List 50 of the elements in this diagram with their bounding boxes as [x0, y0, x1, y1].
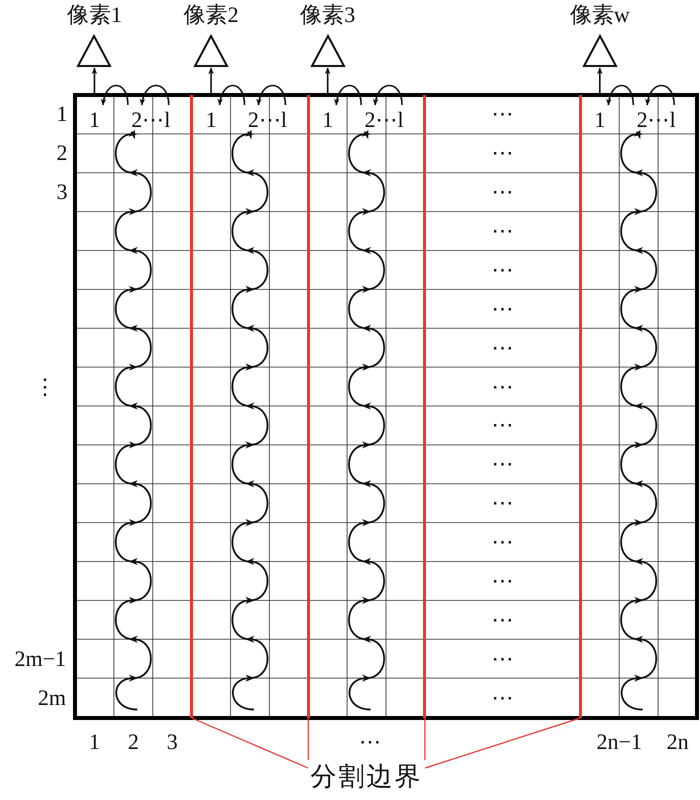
ellipsis: ⋮ — [34, 376, 56, 398]
pixel-label: 像素2 — [182, 4, 240, 26]
row-number: 3 — [56, 181, 68, 204]
boundary-line — [578, 95, 582, 718]
ellipsis: ⋯ — [492, 103, 514, 126]
arrow — [597, 67, 603, 93]
ellipsis: ⋯ — [492, 608, 514, 631]
boundary-label: 分割边界 — [308, 760, 425, 792]
ellipsis: ⋯ — [492, 531, 514, 554]
leader-line — [308, 718, 309, 760]
leader-line — [424, 718, 426, 760]
row-number: 2m — [38, 686, 66, 709]
ellipsis: ⋯ — [492, 414, 514, 436]
pixel-node — [570, 2, 630, 68]
boundary-line — [190, 95, 194, 718]
row-number: 1 — [56, 103, 68, 126]
ellipsis: ⋯ — [492, 686, 514, 709]
cell-index: 1 — [88, 109, 100, 132]
ellipsis: ⋯ — [492, 570, 514, 592]
boundary-line — [423, 95, 426, 718]
leader-line — [191, 717, 308, 769]
pixel-label: 像素w — [570, 4, 630, 26]
ellipsis: ⋯ — [492, 298, 514, 320]
cell-index: 1 — [206, 109, 217, 132]
column-number: 2n−1 — [596, 731, 642, 753]
ellipsis: ⋯ — [492, 181, 514, 204]
ellipsis: ⋯ — [492, 453, 514, 476]
ellipsis: ⋯ — [492, 648, 514, 670]
column-number: 1 — [88, 731, 100, 753]
ellipsis: ⋯ — [359, 731, 381, 753]
ellipsis: ⋯ — [492, 376, 514, 398]
leader-line — [424, 717, 581, 769]
row-number: 2m−1 — [14, 648, 66, 670]
column-number: 3 — [166, 731, 178, 753]
arrow — [92, 67, 98, 93]
ellipsis: ⋯ — [492, 258, 514, 281]
ellipsis: ⋯ — [492, 492, 514, 514]
column-number: 2n — [666, 731, 689, 753]
pixel-label: 像素3 — [299, 4, 356, 26]
ellipsis: ⋯ — [492, 220, 514, 242]
arrow — [208, 67, 214, 93]
arrow — [324, 67, 330, 93]
boundary-line — [306, 95, 310, 718]
ellipsis: ⋯ — [492, 142, 514, 164]
ellipsis: ⋯ — [492, 336, 514, 359]
row-number: 2 — [56, 142, 68, 164]
pixel-label: 像素1 — [66, 4, 123, 26]
column-number: 2 — [128, 731, 139, 753]
cell-index: 1 — [322, 109, 334, 132]
cell-index: 1 — [594, 109, 606, 132]
